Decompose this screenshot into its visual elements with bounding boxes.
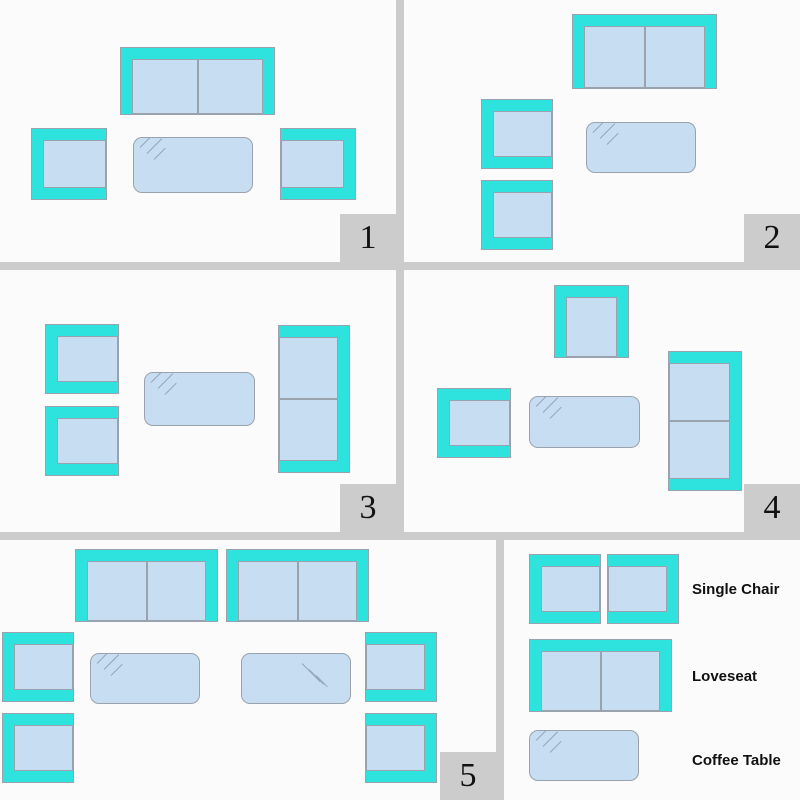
legend-label-single-chair: Single Chair: [692, 581, 780, 598]
coffee-table[interactable]: [586, 122, 696, 173]
loveseat-top-right[interactable]: [226, 549, 369, 622]
legend-chair-left[interactable]: [529, 554, 601, 624]
chair-seat: [57, 336, 118, 382]
table-shine-icon: [535, 397, 578, 445]
panel-5: 5: [0, 540, 496, 800]
loveseat-top-left[interactable]: [75, 549, 218, 622]
table-shine-icon: [535, 731, 578, 779]
loveseat-seat: [146, 561, 206, 621]
loveseat-seat: [541, 651, 601, 711]
chair-lower-left[interactable]: [45, 406, 119, 476]
loveseat-top[interactable]: [572, 14, 717, 89]
loveseat-top[interactable]: [120, 47, 275, 115]
chair-seat: [608, 566, 667, 612]
table-shine-icon: [139, 138, 182, 186]
chair-seat: [449, 400, 510, 446]
chair-left-lower[interactable]: [2, 713, 74, 783]
legend-loveseat[interactable]: [529, 639, 672, 712]
chair-seat: [493, 192, 552, 238]
coffee-table-right[interactable]: [241, 653, 351, 704]
chair-upper-left[interactable]: [481, 99, 553, 169]
chair-seat: [566, 297, 617, 357]
chair-seat: [366, 644, 425, 690]
chair-seat: [493, 111, 552, 157]
loveseat-seat: [669, 363, 730, 421]
panel-number-badge: 2: [744, 214, 800, 262]
panel-4: 4: [404, 270, 800, 532]
panel-2: 2: [404, 0, 800, 262]
legend-chair-right[interactable]: [607, 554, 679, 624]
loveseat-seat: [238, 561, 298, 621]
panel-number-badge: 1: [340, 214, 396, 262]
chair-left-upper[interactable]: [2, 632, 74, 702]
coffee-table[interactable]: [144, 372, 255, 426]
table-shine-icon: [592, 123, 635, 171]
panel-number-badge: 3: [340, 484, 396, 532]
loveseat-seat: [132, 59, 198, 114]
loveseat-seat: [197, 59, 263, 114]
chair-top[interactable]: [554, 285, 629, 358]
chair-seat: [541, 566, 600, 612]
loveseat-seat: [297, 561, 357, 621]
chair-upper-left[interactable]: [45, 324, 119, 394]
chair-right[interactable]: [280, 128, 356, 200]
loveseat-right[interactable]: [278, 325, 350, 473]
legend-label-loveseat: Loveseat: [692, 668, 758, 685]
table-shine-icon: [96, 654, 139, 702]
table-shine-icon: [301, 660, 344, 702]
panel-1: 1: [0, 0, 396, 262]
legend-coffee-table[interactable]: [529, 730, 639, 781]
chair-seat: [14, 725, 73, 771]
chair-seat: [366, 725, 425, 771]
panel-number-badge: 5: [440, 752, 496, 800]
chair-right-upper[interactable]: [365, 632, 437, 702]
panel-number-badge: 4: [744, 484, 800, 532]
loveseat-seat: [669, 421, 730, 479]
loveseat-seat: [87, 561, 147, 621]
loveseat-seat: [279, 337, 338, 399]
loveseat-right[interactable]: [668, 351, 742, 491]
chair-left[interactable]: [437, 388, 511, 458]
table-shine-icon: [150, 373, 193, 421]
panel-3: 3: [0, 270, 396, 532]
coffee-table[interactable]: [133, 137, 253, 193]
chair-left[interactable]: [31, 128, 107, 200]
loveseat-seat: [600, 651, 660, 711]
coffee-table[interactable]: [529, 396, 640, 448]
chair-seat: [281, 140, 344, 188]
chair-lower-left[interactable]: [481, 180, 553, 250]
loveseat-seat: [584, 26, 645, 88]
loveseat-seat: [279, 399, 338, 461]
chair-right-lower[interactable]: [365, 713, 437, 783]
chair-seat: [57, 418, 118, 464]
legend-label-coffee-table: Coffee Table: [692, 752, 781, 769]
chair-seat: [14, 644, 73, 690]
chair-seat: [43, 140, 106, 188]
coffee-table-left[interactable]: [90, 653, 200, 704]
loveseat-seat: [644, 26, 705, 88]
